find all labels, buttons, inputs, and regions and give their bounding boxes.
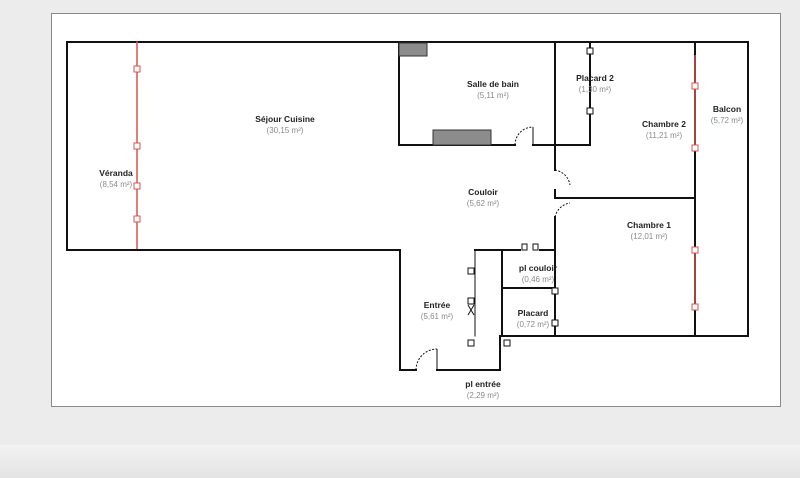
shower-fixture (398, 42, 428, 57)
door-marker (467, 267, 475, 275)
door-marker (551, 287, 559, 295)
window-marker (691, 303, 699, 311)
window-marker (133, 215, 141, 223)
door-marker (467, 339, 475, 347)
window-marker (133, 65, 141, 73)
window-marker (691, 82, 699, 90)
door-marker (586, 47, 594, 55)
window-marker (133, 142, 141, 150)
plan-sheet (51, 13, 781, 407)
door-marker (586, 107, 594, 115)
window-marker (133, 182, 141, 190)
bathtub-fixture (432, 129, 492, 146)
door-salle (514, 126, 534, 146)
door-chambre1 (554, 202, 571, 218)
closet-door-swing (467, 304, 475, 316)
window-marker (691, 144, 699, 152)
door-marker (521, 243, 528, 251)
window-marker (691, 246, 699, 254)
door-marker (503, 339, 511, 347)
door-marker (532, 243, 539, 251)
door-marker (467, 297, 475, 305)
door-marker (551, 319, 559, 327)
door-chambre2 (554, 169, 571, 186)
screen-bottom-edge (0, 445, 800, 478)
door-entrance (415, 348, 438, 371)
